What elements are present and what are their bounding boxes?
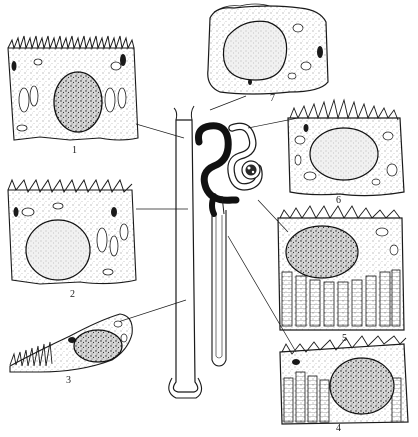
cell-4-basal-striations [283, 371, 402, 423]
label-cell-7: 7 [270, 93, 275, 104]
label-cell-3: 3 [66, 375, 71, 386]
cell-3-illustration [9, 313, 133, 373]
label-cell-2: 2 [70, 289, 75, 300]
cell-7-illustration [207, 3, 329, 95]
glomerulus [245, 164, 257, 176]
cell-4-nucleus [329, 357, 395, 415]
leader-lines [117, 95, 299, 353]
cell-1-illustration [7, 35, 139, 141]
cell-6-nucleus [309, 127, 379, 181]
cell-1-nucleus [53, 71, 103, 133]
collecting-duct [172, 119, 199, 393]
cell-7-nucleus [222, 20, 288, 81]
loop-of-henle-thin [215, 215, 223, 359]
cell-2-nucleus [25, 219, 91, 281]
cell-4-illustration [279, 335, 409, 425]
loop-of-henle-descending [211, 210, 227, 367]
nephron-schematic [168, 105, 263, 399]
cell-5-illustration [277, 205, 405, 331]
label-cell-6: 6 [336, 195, 341, 206]
distal-tubule [195, 122, 240, 204]
cell-5-basal-striations [281, 269, 401, 327]
label-cell-1: 1 [72, 145, 77, 156]
label-cell-5: 5 [342, 333, 347, 344]
cell-3-nucleus [73, 329, 123, 363]
collecting-duct-outlet [168, 377, 203, 399]
cell-5-nucleus [285, 225, 359, 279]
label-cell-4: 4 [336, 423, 341, 434]
cell-2-illustration [7, 178, 137, 285]
cell-6-illustration [287, 98, 405, 197]
